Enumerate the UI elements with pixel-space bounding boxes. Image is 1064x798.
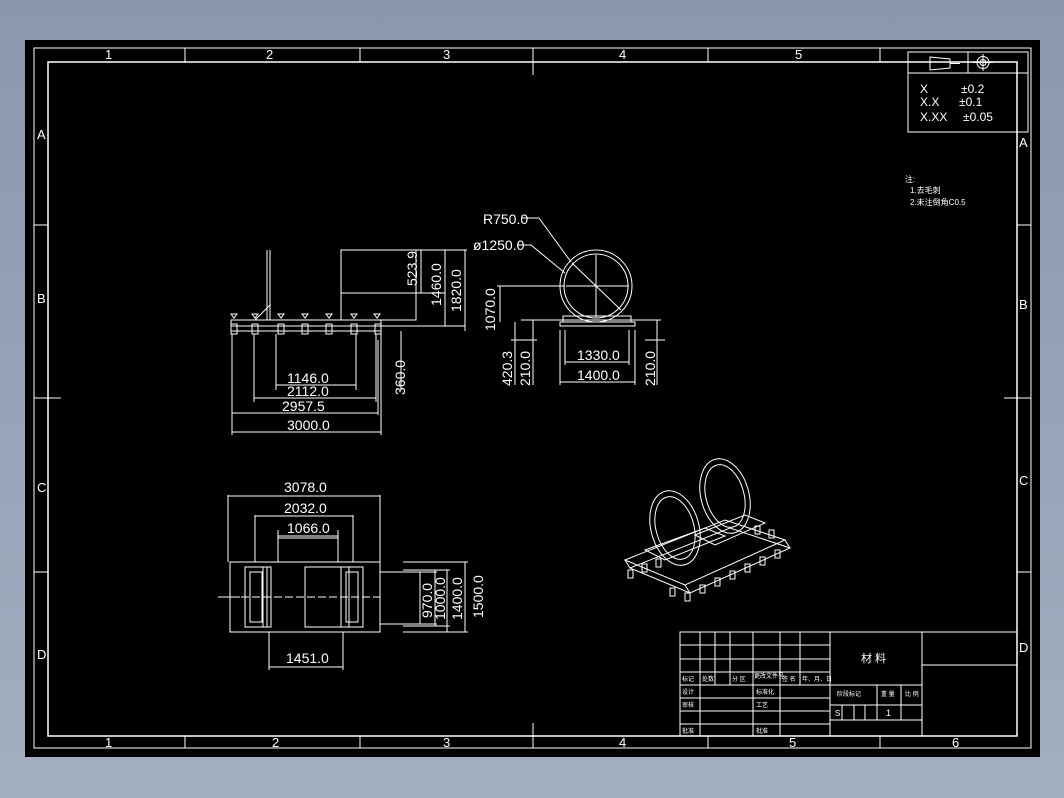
svg-text:1400.0: 1400.0 <box>577 367 620 383</box>
title-block-text: 材 料 标记 处数 分 区 更改文件号 签 名 年、月、日 设计 标准化 审核 … <box>682 651 919 735</box>
svg-text:3078.0: 3078.0 <box>284 479 327 495</box>
col-label-2-bottom: 2 <box>272 735 279 750</box>
row-label-b: B <box>37 291 46 306</box>
end-view-dims: R750.0 ø1250.0 1070.0 420.3 210.0 1330.0… <box>473 211 658 386</box>
svg-text:S: S <box>835 709 840 718</box>
svg-text:X: X <box>920 82 928 96</box>
svg-text:材 料: 材 料 <box>861 651 886 665</box>
row-label-c-right: C <box>1019 473 1028 488</box>
svg-text:批准: 批准 <box>756 727 768 735</box>
svg-text:分 区: 分 区 <box>732 675 746 683</box>
svg-text:R750.0: R750.0 <box>483 211 528 227</box>
svg-text:210.0: 210.0 <box>642 351 658 386</box>
svg-text:ø1250.0: ø1250.0 <box>473 237 525 253</box>
col-label-6-bottom: 6 <box>952 735 959 750</box>
col-label-5: 5 <box>795 47 802 62</box>
svg-text:X.XX: X.XX <box>920 110 947 124</box>
side-view <box>230 249 467 435</box>
row-label-d-right: D <box>1019 640 1028 655</box>
col-label-2: 2 <box>266 47 273 62</box>
row-label-d: D <box>37 647 46 662</box>
end-view <box>497 217 665 385</box>
svg-text:阶段标记: 阶段标记 <box>837 690 861 698</box>
row-label-c: C <box>37 480 46 495</box>
svg-text:审核: 审核 <box>682 701 694 709</box>
grid-ticks <box>34 48 1031 748</box>
inner-frame <box>47 61 1018 737</box>
svg-text:1400.0: 1400.0 <box>449 577 465 620</box>
svg-text:1146.0: 1146.0 <box>287 370 329 386</box>
svg-text:2032.0: 2032.0 <box>284 500 327 516</box>
svg-text:1000.0: 1000.0 <box>432 577 448 620</box>
svg-text:±0.1: ±0.1 <box>959 95 983 109</box>
tolerance-box <box>907 51 1029 133</box>
svg-text:970.0: 970.0 <box>419 583 435 618</box>
projection-symbol-icon <box>929 54 993 71</box>
svg-text:更改文件号: 更改文件号 <box>754 672 784 680</box>
svg-text:1: 1 <box>886 708 891 718</box>
svg-text:420.3: 420.3 <box>499 351 515 386</box>
notes: 注: 1.去毛刺 2.未注倒角C0.5 <box>905 174 966 207</box>
svg-text:X.X: X.X <box>920 95 939 109</box>
svg-text:签 名: 签 名 <box>782 675 796 683</box>
svg-text:2.未注倒角C0.5: 2.未注倒角C0.5 <box>910 197 966 207</box>
svg-text:标记: 标记 <box>682 675 694 683</box>
svg-text:年、月、日: 年、月、日 <box>802 675 832 683</box>
svg-text:1460.0: 1460.0 <box>428 263 444 306</box>
svg-text:360.0: 360.0 <box>392 360 408 395</box>
grid-labels: 1 2 3 4 5 1 2 3 4 5 6 A B C D A B C D <box>37 47 1028 750</box>
svg-text:523.9: 523.9 <box>404 251 420 286</box>
row-label-a: A <box>37 127 46 142</box>
col-label-5-bottom: 5 <box>789 735 796 750</box>
svg-text:批准: 批准 <box>682 727 694 735</box>
svg-text:处数: 处数 <box>702 675 714 683</box>
svg-text:标准化: 标准化 <box>756 688 774 696</box>
col-label-1-bottom: 1 <box>105 735 112 750</box>
svg-text:1330.0: 1330.0 <box>577 347 620 363</box>
title-block <box>679 631 1018 737</box>
svg-text:比 例: 比 例 <box>905 690 919 698</box>
svg-text:2112.0: 2112.0 <box>287 383 329 399</box>
col-label-4: 4 <box>619 47 626 62</box>
side-view-dims: 523.9 1460.0 1820.0 360.0 1146.0 2112.0 … <box>282 251 464 433</box>
row-label-a-right: A <box>1019 135 1028 150</box>
svg-text:±0.05: ±0.05 <box>963 110 993 124</box>
svg-text:1500.0: 1500.0 <box>470 575 486 618</box>
tolerance-text: X ±0.2 X.X ±0.1 X.XX ±0.05 <box>920 82 993 124</box>
isometric-view <box>623 458 792 602</box>
svg-text:1066.0: 1066.0 <box>287 520 330 536</box>
svg-text:1451.0: 1451.0 <box>286 650 329 666</box>
svg-text:1070.0: 1070.0 <box>482 288 498 331</box>
top-view <box>218 495 468 670</box>
col-label-4-bottom: 4 <box>619 735 626 750</box>
top-view-dims: 3078.0 2032.0 1066.0 970.0 1000.0 1400.0… <box>284 479 486 666</box>
svg-text:±0.2: ±0.2 <box>961 82 985 96</box>
svg-text:1820.0: 1820.0 <box>448 269 464 312</box>
row-label-b-right: B <box>1019 297 1028 312</box>
svg-text:1.去毛刺: 1.去毛刺 <box>910 185 941 195</box>
svg-text:重 量: 重 量 <box>881 690 895 698</box>
col-label-3-bottom: 3 <box>443 735 450 750</box>
svg-text:注:: 注: <box>905 174 915 184</box>
svg-text:3000.0: 3000.0 <box>287 417 330 433</box>
col-label-3: 3 <box>443 47 450 62</box>
svg-text:工艺: 工艺 <box>756 701 768 709</box>
col-label-1: 1 <box>105 47 112 62</box>
drawing-sheet: 1 2 3 4 5 1 2 3 4 5 6 A B C D A B C D X … <box>25 40 1040 757</box>
cad-drawing: 1 2 3 4 5 1 2 3 4 5 6 A B C D A B C D X … <box>33 47 1032 750</box>
svg-text:2957.5: 2957.5 <box>282 398 325 414</box>
svg-text:210.0: 210.0 <box>517 351 533 386</box>
svg-text:设计: 设计 <box>682 688 694 696</box>
outer-frame <box>33 47 1032 749</box>
